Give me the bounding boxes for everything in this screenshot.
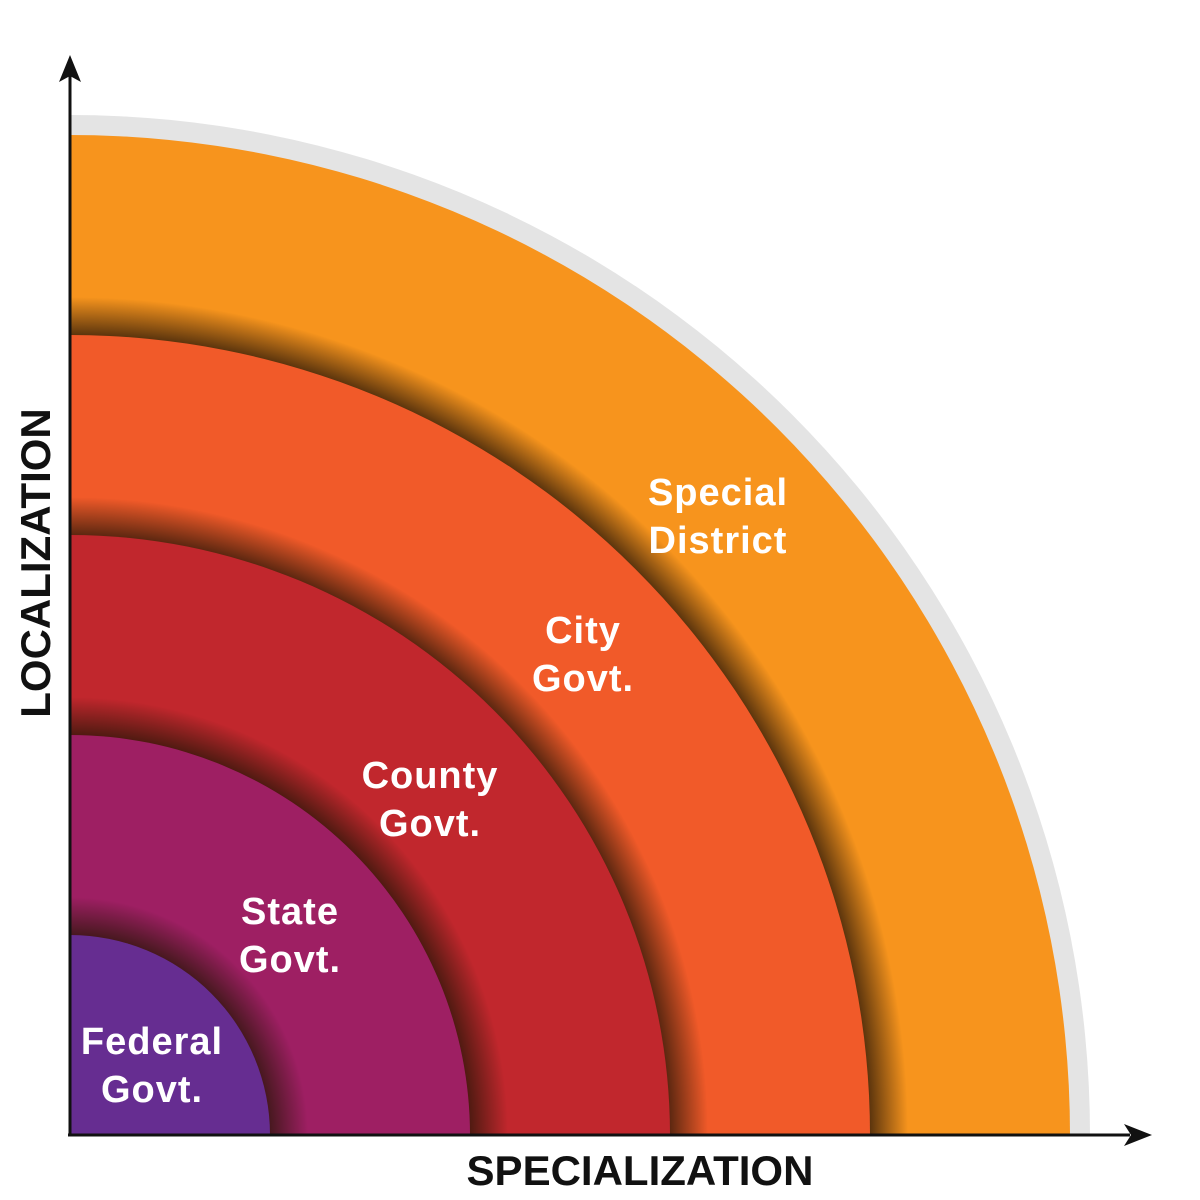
ring-label-federal-line2: Govt.	[101, 1069, 203, 1111]
ring-label-county-line1: County	[362, 755, 499, 797]
y-axis-label: LOCALIZATION	[12, 408, 59, 718]
y-axis-arrow-icon	[59, 55, 81, 82]
ring-label-special-district-line1: Special	[648, 472, 788, 514]
ring-label-county-line2: Govt.	[379, 803, 481, 845]
x-axis-arrow-icon	[1124, 1124, 1152, 1146]
ring-label-city-line2: Govt.	[532, 658, 634, 700]
x-axis-label: SPECIALIZATION	[467, 1147, 814, 1194]
ring-label-city-line1: City	[545, 610, 621, 652]
ring-label-federal-line1: Federal	[81, 1021, 223, 1063]
labels-layer: SpecialDistrictCityGovt.CountyGovt.State…	[81, 472, 788, 1111]
ring-federal	[70, 935, 270, 1135]
ring-label-special-district-line2: District	[649, 520, 788, 562]
ring-label-state-line1: State	[241, 891, 339, 933]
ring-label-state-line2: Govt.	[239, 939, 341, 981]
rings-layer	[70, 135, 1070, 1135]
